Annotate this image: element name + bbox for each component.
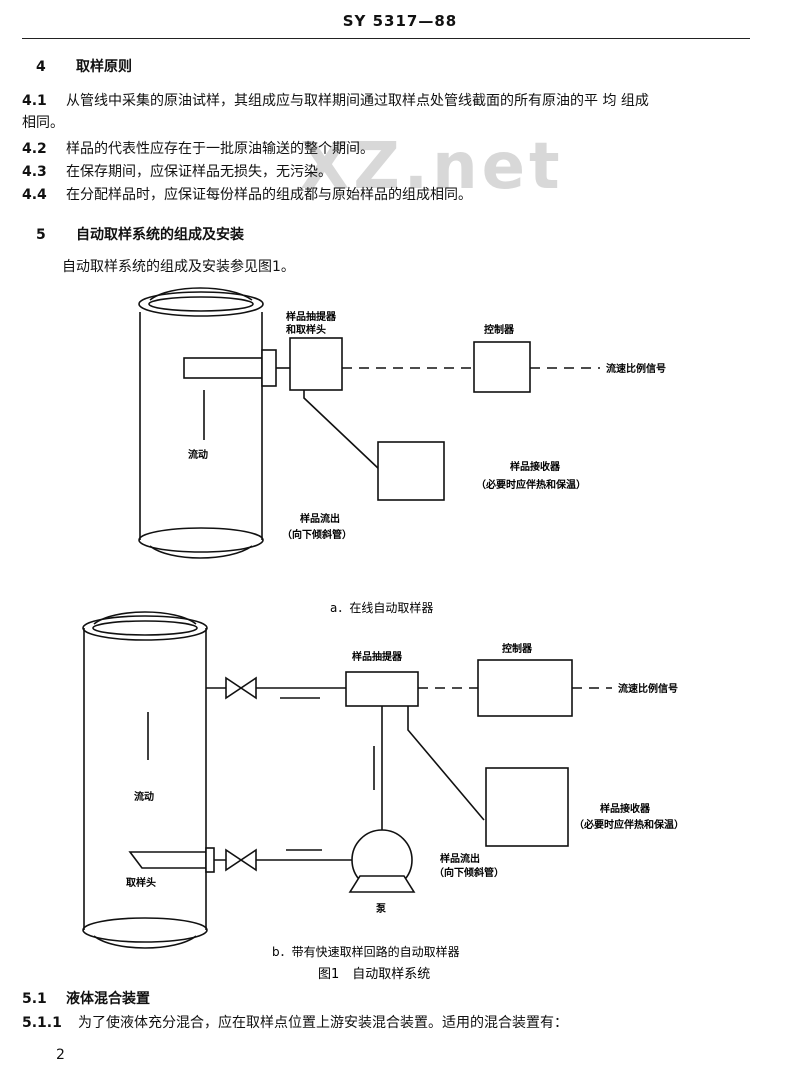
receiver-b (485, 767, 569, 847)
label-b-outflow-note: （向下倾斜管） (434, 866, 504, 879)
clause-4-1-cont: 相同。 (22, 115, 64, 131)
page-header: SY 5317—88 (0, 10, 800, 40)
section-5-intro: 自动取样系统的组成及安装参见图1。 (62, 259, 295, 275)
label-a-controller: 控制器 (484, 323, 515, 336)
controller-a (473, 341, 531, 393)
label-a-extractor: 样品抽提器 (286, 310, 337, 323)
receiver-a (377, 441, 445, 501)
label-a-receiver-note: （必要时应伴热和保温） (476, 478, 586, 491)
label-a-extractor2: 和取样头 (285, 323, 326, 336)
label-b-controller: 控制器 (502, 642, 533, 655)
pipe-a (139, 312, 263, 540)
label-b-pump: 泵 (376, 903, 387, 915)
extractor-a (289, 337, 343, 391)
pipe-b-bottom (82, 917, 208, 943)
valve-b-lower (225, 848, 257, 872)
outflow-pipe-b (407, 706, 485, 821)
label-b-outflow: 样品流出 (440, 852, 480, 865)
page-number: 2 (56, 1047, 65, 1063)
label-b-flow: 流动 (134, 790, 154, 803)
label-b-receiver-note: （必要时应伴热和保温） (574, 818, 684, 831)
diagram-b (82, 611, 612, 949)
valve-b-upper (225, 676, 257, 700)
standard-code: SY 5317—88 (342, 12, 458, 30)
label-a-outflow: 样品流出 (300, 512, 340, 525)
label-a-signal: 流速比例信号 (606, 362, 666, 375)
outflow-pipe-a (303, 390, 381, 471)
caption-a: a．在线自动取样器 (330, 600, 433, 615)
probe-b (128, 851, 207, 869)
label-a-receiver: 样品接收器 (510, 460, 561, 473)
pipe-a-bottom (138, 527, 264, 553)
extractor-b (345, 671, 419, 707)
diagram-a (138, 287, 600, 559)
label-b-signal: 流速比例信号 (618, 682, 678, 695)
label-a-flow: 流动 (188, 448, 208, 461)
caption-b: b．带有快速取样回路的自动取样器 (272, 944, 460, 959)
label-b-extractor: 样品抽提器 (352, 650, 403, 663)
label-a-outflow-note: （向下倾斜管） (282, 528, 352, 541)
header-rule (22, 38, 750, 39)
controller-b (477, 659, 573, 717)
probe-a (183, 357, 263, 379)
pipe-b-top (82, 615, 208, 641)
label-b-receiver: 样品接收器 (600, 802, 651, 815)
watermark: XZ.net (300, 130, 564, 204)
pipe-a-top (138, 291, 264, 317)
label-b-probe: 取样头 (126, 876, 156, 889)
pipe-b (83, 628, 207, 930)
figure-title: 图1 自动取样系统 (318, 967, 430, 982)
